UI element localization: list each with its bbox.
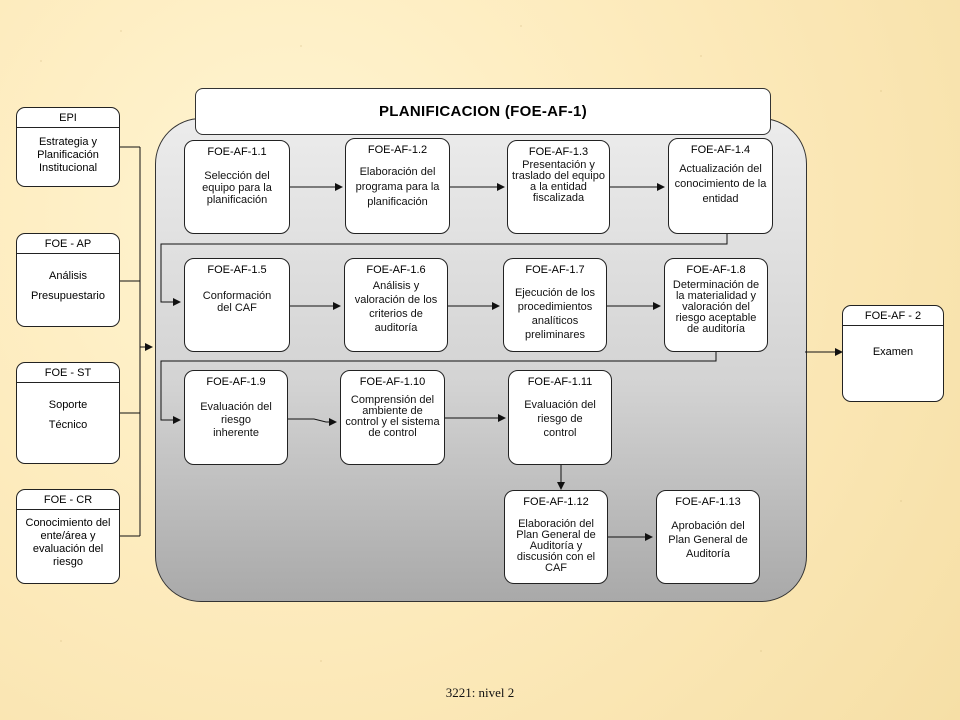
step-code: FOE-AF-1.12	[523, 496, 589, 508]
step-code: FOE-AF-1.2	[367, 144, 428, 156]
page-title: PLANIFICACION (FOE-AF-1)	[195, 88, 771, 135]
step-1-11: FOE-AF-1.11 Evaluación del riesgo de con…	[508, 370, 612, 465]
step-code: FOE-AF-1.9	[206, 376, 266, 388]
input-box-text: Conocimiento del ente/área y evaluación …	[25, 517, 111, 568]
step-text: Conformación del CAF	[202, 290, 272, 314]
step-1-8: FOE-AF-1.8 Determinación de la materiali…	[664, 258, 768, 352]
step-text: Ejecución de los procedimientos analític…	[514, 287, 596, 341]
step-text: Presentación y traslado del equipo a la …	[512, 159, 605, 204]
input-box-text: Análisis Presupuestario	[31, 270, 105, 302]
input-box-ap: FOE - AP Análisis Presupuestario	[16, 233, 120, 327]
page-footer: 3221: nivel 2	[445, 685, 515, 700]
return-row-1-to-2	[160, 234, 728, 306]
step-1-9: FOE-AF-1.9 Evaluación del riesgo inheren…	[184, 370, 288, 465]
input-box-code: EPI	[17, 108, 119, 128]
step-text: Aprobación del Plan General de Auditoría	[668, 520, 748, 560]
output-box-examen: FOE-AF - 2 Examen	[842, 305, 944, 402]
step-1-13: FOE-AF-1.13 Aprobación del Plan General …	[656, 490, 760, 584]
step-code: FOE-AF-1.1	[207, 146, 267, 158]
step-code: FOE-AF-1.11	[527, 376, 593, 388]
step-text: Elaboración del programa para la planifi…	[355, 166, 440, 208]
step-code: FOE-AF-1.3	[528, 146, 589, 158]
step-1-12: FOE-AF-1.12 Elaboración del Plan General…	[504, 490, 608, 584]
output-box-code: FOE-AF - 2	[843, 306, 943, 326]
step-1-10: FOE-AF-1.10 Comprensión del ambiente de …	[340, 370, 445, 465]
step-text: Determinación de la materialidad y valor…	[672, 279, 760, 335]
input-box-st: FOE - ST Soporte Técnico	[16, 362, 120, 464]
step-text: Actualización del conocimiento de la ent…	[674, 163, 767, 205]
step-code: FOE-AF-1.4	[690, 144, 751, 156]
step-code: FOE-AF-1.13	[675, 496, 741, 508]
step-text: Selección del equipo para la planificaci…	[202, 170, 272, 206]
step-1-7: FOE-AF-1.7 Ejecución de los procedimient…	[503, 258, 607, 352]
step-code: FOE-AF-1.5	[207, 264, 267, 276]
step-1-1: FOE-AF-1.1 Selección del equipo para la …	[184, 140, 290, 234]
step-text: Análisis y valoración de los criterios d…	[354, 280, 438, 334]
step-1-4: FOE-AF-1.4 Actualización del conocimient…	[668, 138, 773, 234]
step-text: Evaluación del riesgo inherente	[200, 401, 272, 439]
step-text: Comprensión del ambiente de control y el…	[345, 394, 440, 439]
step-1-3: FOE-AF-1.3 Presentación y traslado del e…	[507, 140, 610, 234]
return-row-2-to-3	[160, 352, 717, 424]
input-box-cr: FOE - CR Conocimiento del ente/área y ev…	[16, 489, 120, 584]
input-box-code: FOE - AP	[17, 234, 119, 254]
page-title-text: PLANIFICACION (FOE-AF-1)	[378, 103, 587, 120]
step-1-2: FOE-AF-1.2 Elaboración del programa para…	[345, 138, 450, 234]
step-1-6: FOE-AF-1.6 Análisis y valoración de los …	[344, 258, 448, 352]
step-code: FOE-AF-1.6	[366, 264, 426, 276]
output-box-text: Examen	[872, 346, 914, 358]
step-text: Elaboración del Plan General de Auditorí…	[516, 518, 596, 574]
arrow-1-9-to-1-10	[288, 418, 337, 426]
step-code: FOE-AF-1.10	[359, 376, 426, 388]
step-code: FOE-AF-1.7	[525, 264, 585, 276]
input-box-code: FOE - CR	[17, 490, 119, 510]
input-box-text: Soporte Técnico	[48, 399, 88, 431]
step-code: FOE-AF-1.8	[686, 264, 746, 276]
step-1-5: FOE-AF-1.5 Conformación del CAF	[184, 258, 290, 352]
input-box-text: Estrategia y Planificación Institucional	[37, 136, 99, 174]
input-box-code: FOE - ST	[17, 363, 119, 383]
input-box-epi: EPI Estrategia y Planificación Instituci…	[16, 107, 120, 187]
step-text: Evaluación del riesgo de control	[524, 399, 596, 439]
